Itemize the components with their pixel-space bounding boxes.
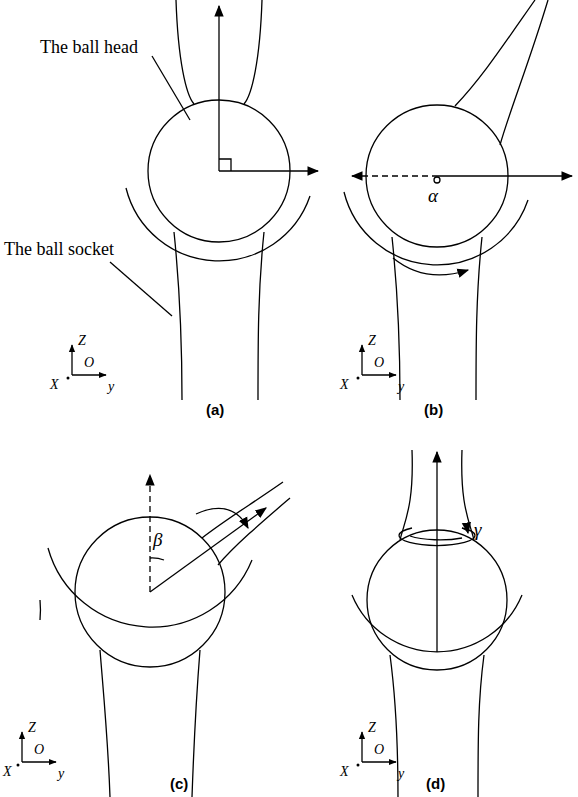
joint-d (352, 450, 522, 797)
panel-label: (b) (424, 402, 443, 417)
part-name: The ball head (40, 38, 138, 56)
angle-label: γ (474, 520, 482, 539)
joint-c (17, 475, 291, 797)
part-name: The ball socket (4, 240, 114, 258)
axis-label: O (374, 356, 384, 370)
axis-label: Z (368, 721, 376, 735)
axis-label: X (340, 378, 349, 392)
axis-label: O (34, 743, 44, 757)
axis-label: y (398, 767, 404, 781)
joint-a (67, 0, 319, 400)
angle-label: β (153, 530, 162, 549)
joint-b (344, 0, 572, 400)
axis-label: X (3, 765, 12, 779)
axis-label: O (84, 356, 94, 370)
panel-label: (d) (426, 776, 445, 791)
axis-label: Z (368, 334, 376, 348)
axis-label: y (58, 767, 64, 781)
axis-label: Z (78, 334, 86, 348)
axis-label: X (340, 765, 349, 779)
axis-label: Z (28, 721, 36, 735)
axis-label: O (374, 743, 384, 757)
angle-label: α (428, 186, 438, 205)
axis-label: y (108, 380, 114, 394)
panel-label: (c) (170, 776, 188, 791)
axis-label: X (50, 378, 59, 392)
panel-label: (a) (206, 402, 224, 417)
axis-label: y (398, 380, 404, 394)
